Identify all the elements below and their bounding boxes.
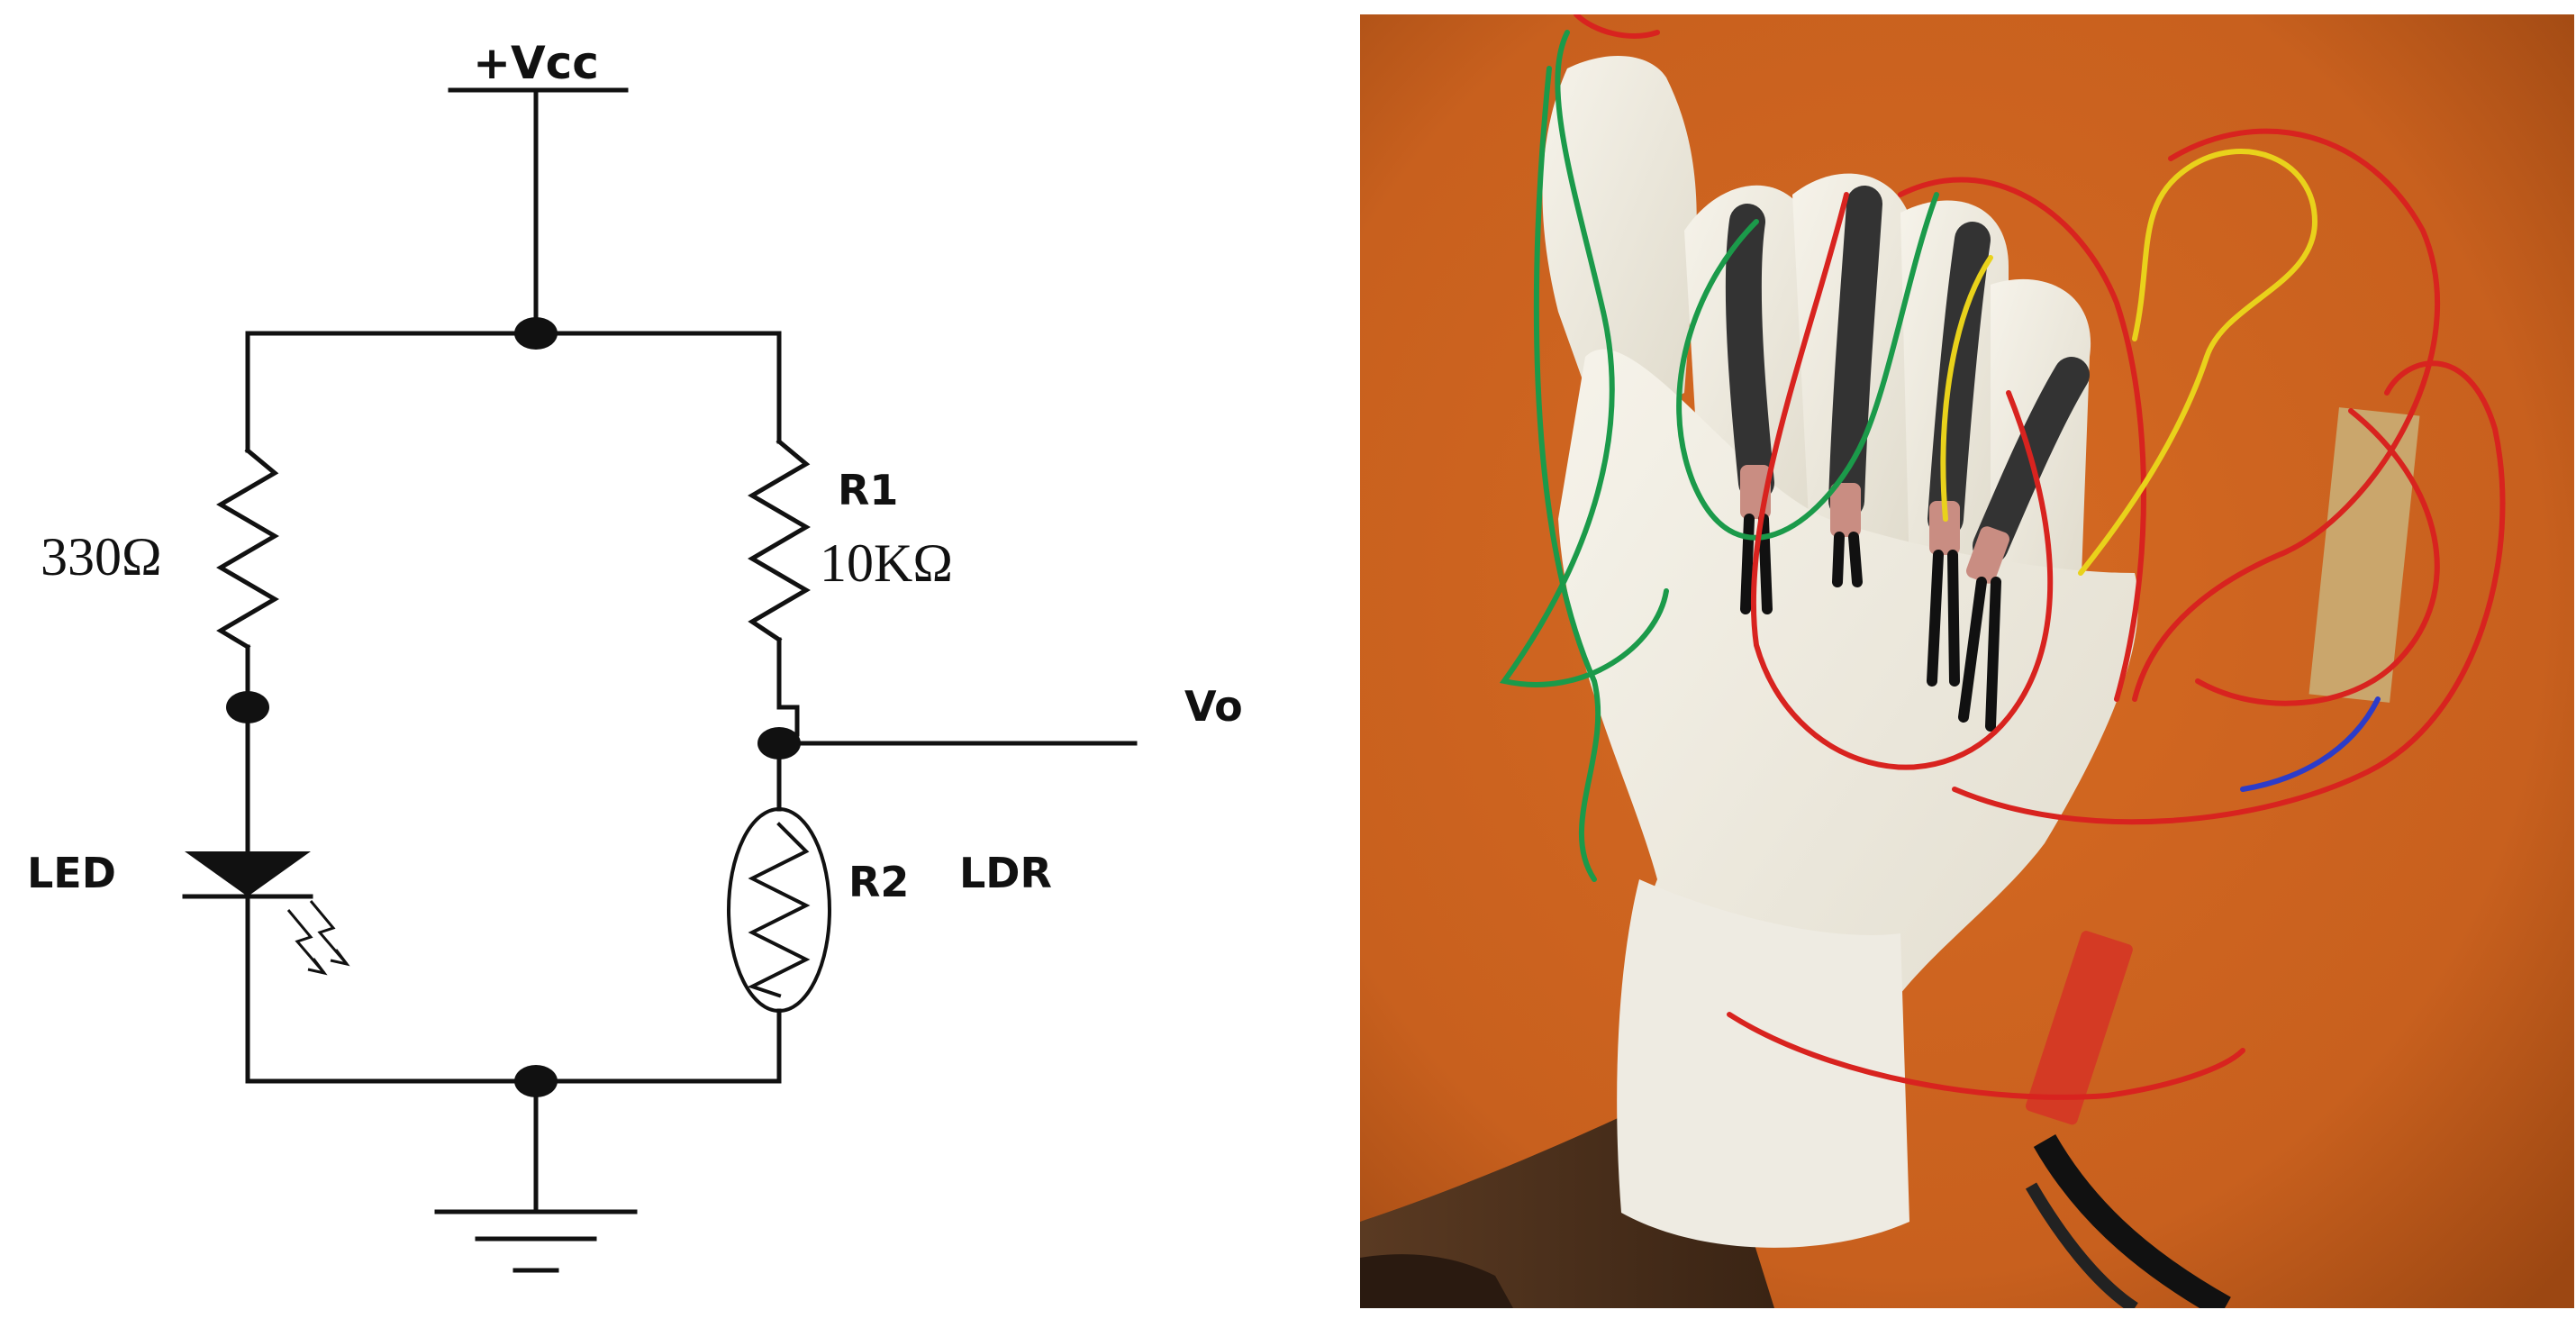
led-light-arrows bbox=[286, 900, 350, 976]
ldr-body bbox=[727, 807, 831, 1013]
output-label: Vo bbox=[1184, 682, 1243, 731]
r1-value-label: 10KΩ bbox=[820, 533, 953, 593]
r1-name-label: R1 bbox=[838, 466, 898, 514]
wire-red-2 bbox=[1898, 177, 2146, 702]
junction-led bbox=[226, 691, 269, 723]
wire-red-3 bbox=[2132, 128, 2441, 702]
ldr-zigzag bbox=[747, 822, 811, 998]
resistor-330-zigzag bbox=[216, 447, 279, 650]
wire-green-2 bbox=[1676, 192, 1939, 541]
junction-bottom bbox=[514, 1065, 558, 1097]
junction-output bbox=[757, 727, 801, 760]
circuit-schematic: +Vcc 330Ω R1 10KΩ Vo LED R2 LDR bbox=[27, 37, 1243, 1273]
usb-cable bbox=[2033, 1134, 2231, 1308]
wire-blue bbox=[2240, 696, 2381, 792]
wire-green-1 bbox=[1499, 30, 1669, 687]
wire-green-3 bbox=[1533, 66, 1601, 882]
wire-red-5 bbox=[1727, 1012, 2245, 1100]
r2-name-label: R2 bbox=[848, 858, 909, 906]
wire-yellow-1 bbox=[2078, 149, 2318, 576]
wire-red-6 bbox=[1574, 14, 1660, 39]
ldr-label: LDR bbox=[959, 849, 1052, 897]
resistor-330-label: 330Ω bbox=[41, 527, 162, 587]
perf-board bbox=[2308, 407, 2420, 703]
wire-yellow-2 bbox=[1940, 255, 1993, 522]
wire-red-4 bbox=[1952, 360, 2506, 825]
led-triangle bbox=[185, 851, 311, 896]
resistor-r1-zigzag bbox=[748, 438, 811, 643]
led-label: LED bbox=[27, 849, 116, 897]
junction-top bbox=[514, 317, 558, 350]
red-board bbox=[2026, 931, 2133, 1125]
glove-cuff bbox=[1617, 879, 1909, 1248]
wire-red-1 bbox=[1750, 192, 2054, 770]
dark-cable bbox=[2025, 1182, 2138, 1308]
sensor-leads bbox=[1740, 514, 2001, 732]
glove-photo bbox=[1360, 14, 2574, 1308]
dark-sleeve bbox=[1360, 1254, 1513, 1308]
wire-red-7 bbox=[2195, 408, 2440, 706]
vcc-label: +Vcc bbox=[473, 37, 599, 89]
